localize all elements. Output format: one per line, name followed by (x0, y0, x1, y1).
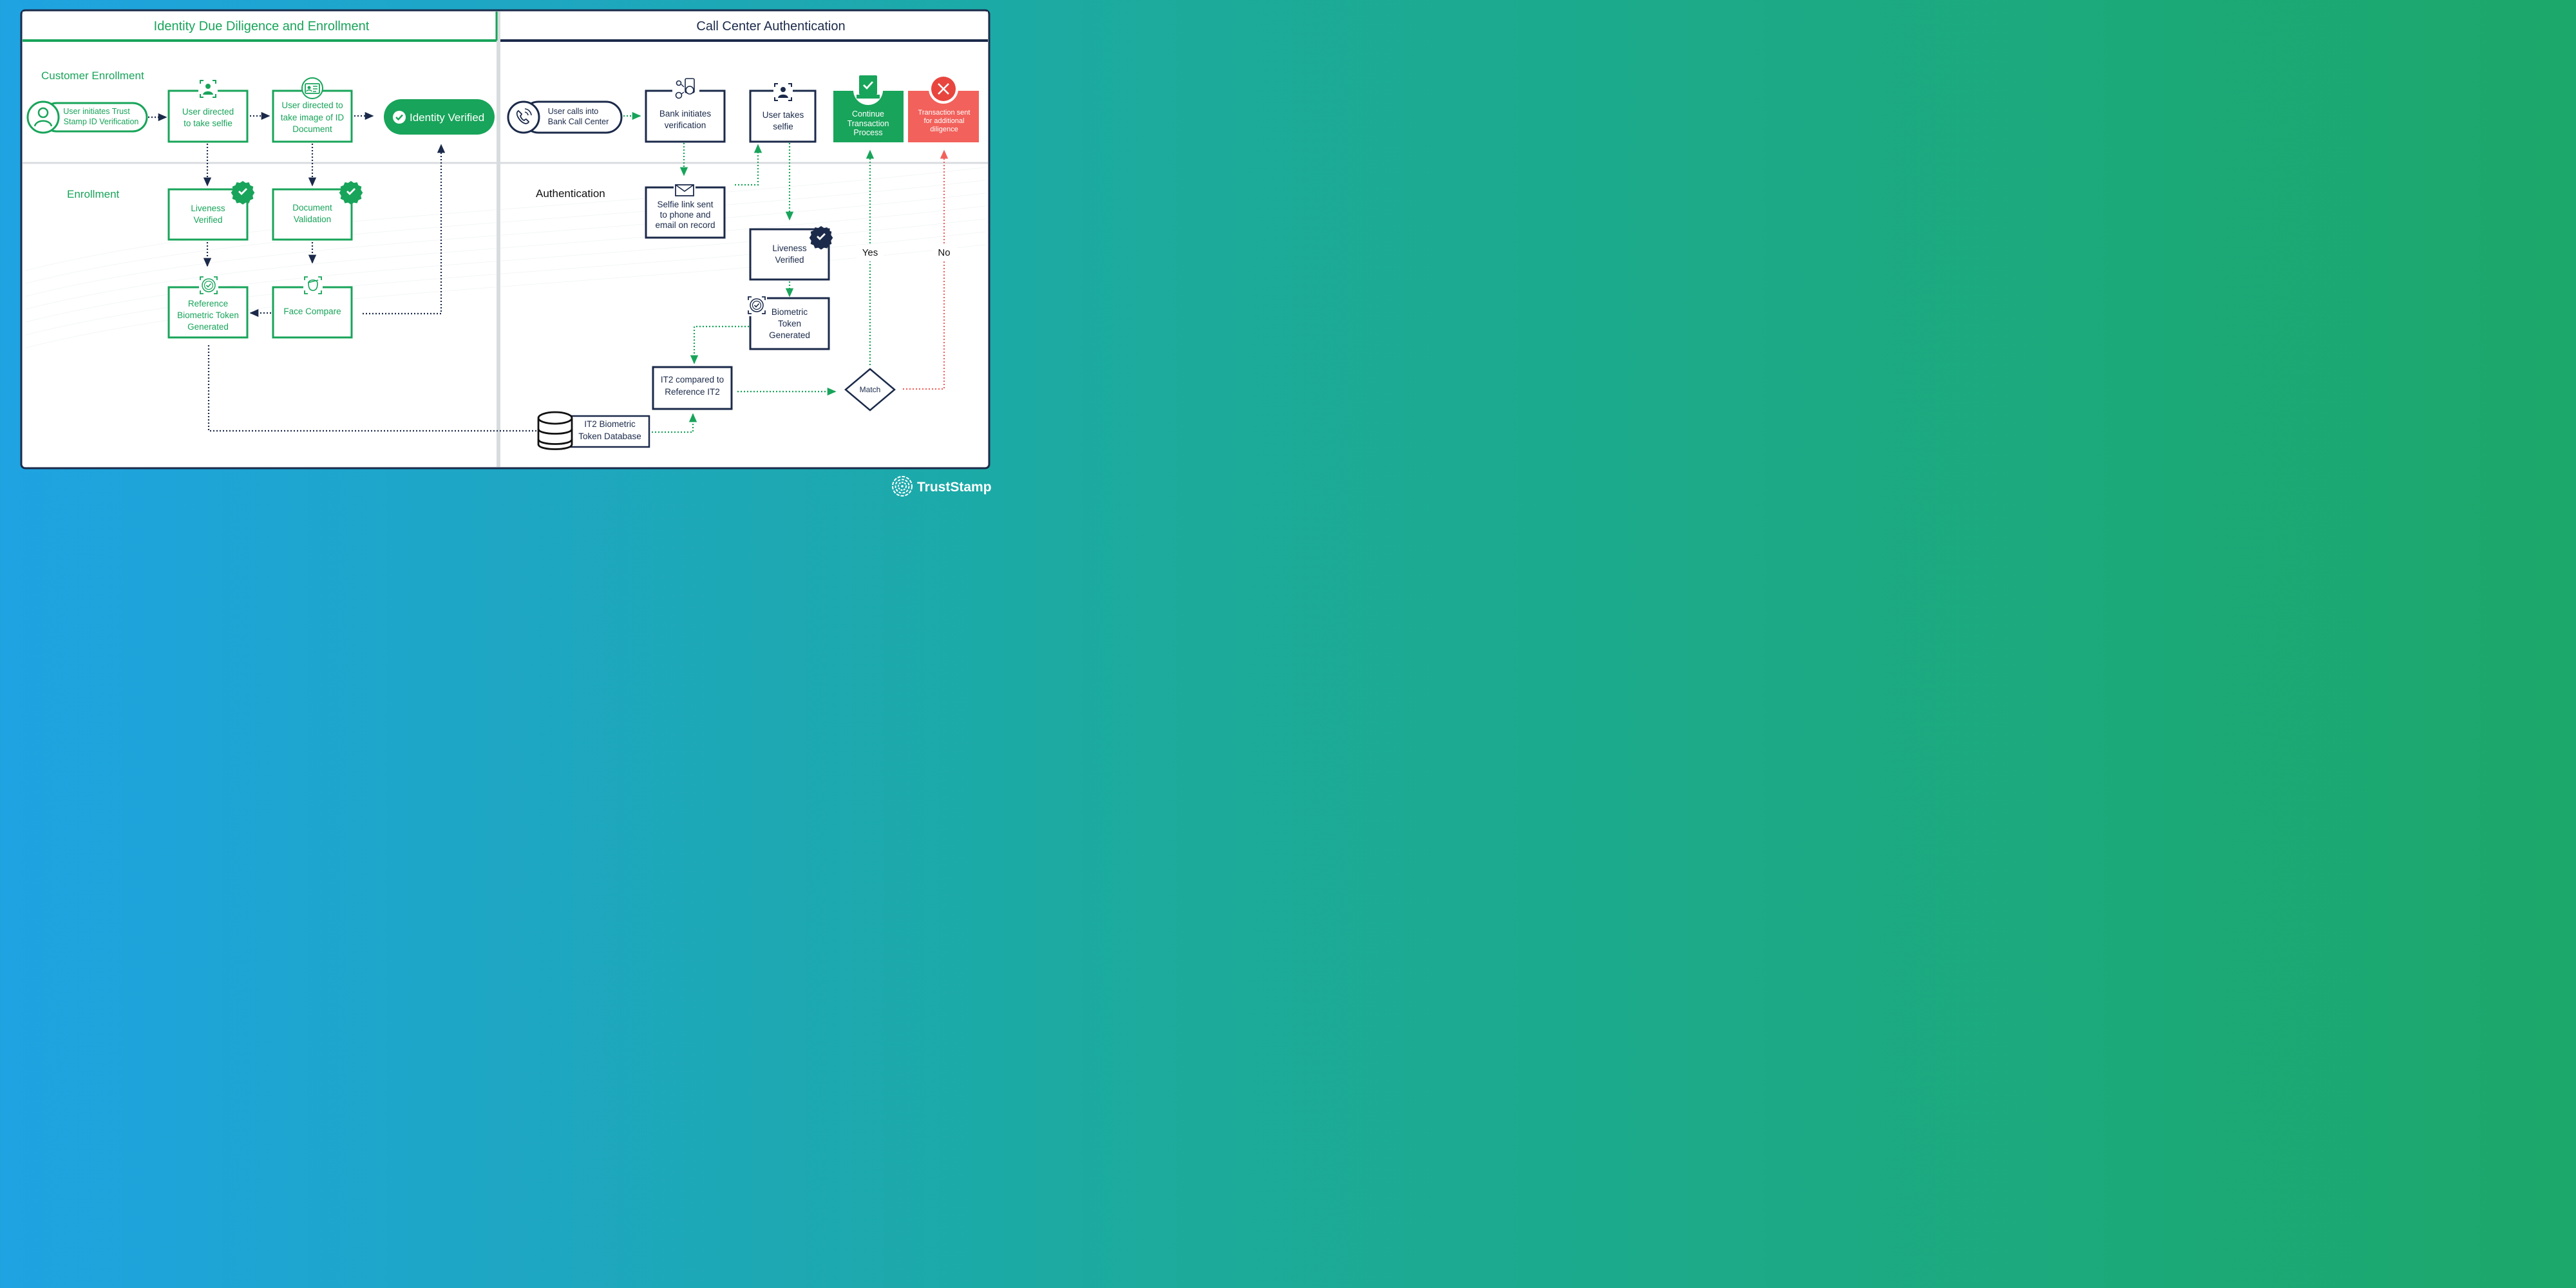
reference-token-box: Reference Biometric Token Generated (167, 276, 249, 339)
reference-line-2: Biometric Token (177, 310, 239, 320)
continue-line-2: Transaction (848, 119, 889, 128)
liveness-box-left: Liveness Verified (167, 181, 255, 241)
user-selfie-box: User takes selfie (749, 82, 817, 143)
selfie-box-line-1: User directed (182, 107, 234, 117)
document-validation-box: Document Validation (272, 181, 363, 241)
selfie-frame-icon (773, 82, 793, 102)
continue-line-1: Continue (852, 109, 884, 118)
call-pill-line-2: Bank Call Center (548, 117, 609, 126)
id-box-line-1: User directed to (281, 100, 343, 110)
reject-connector (903, 149, 949, 390)
yes-label: Yes (862, 247, 878, 258)
identity-verified-label: Identity Verified (410, 111, 484, 124)
diligence-line-3: diligence (930, 126, 958, 133)
face-compare-label: Face Compare (283, 307, 341, 316)
liveness-left-line-2: Verified (193, 215, 222, 225)
truststamp-logo: TrustStamp (892, 476, 992, 497)
face-compare-box: Face Compare (272, 276, 353, 339)
user-selfie-line-1: User takes (762, 110, 804, 120)
database-icon (537, 411, 573, 450)
call-pill: User calls into Bank Call Center (507, 100, 623, 134)
start-pill-line-2: Stamp ID Verification (64, 117, 139, 126)
liveness-right-line-1: Liveness (772, 243, 807, 253)
left-panel-title: Identity Due Diligence and Enrollment (154, 19, 370, 33)
diligence-line-1: Transaction sent (918, 109, 971, 117)
biometric-line-3: Generated (769, 330, 810, 340)
checkmark-icon (393, 111, 406, 124)
call-pill-line-1: User calls into (548, 107, 599, 116)
face-scan-icon (303, 276, 323, 295)
id-box-line-3: Document (292, 124, 332, 134)
document-line-2: Validation (294, 214, 331, 224)
user-circle-icon (33, 107, 53, 127)
left-connectors (148, 111, 538, 432)
background-pattern (25, 167, 986, 348)
selfie-link-box: Selfie link sent to phone and email on r… (645, 183, 726, 239)
checkmark-icon (231, 181, 255, 205)
bank-verification-icon (672, 77, 699, 102)
biometric-token-icon (746, 296, 767, 316)
phone-icon (516, 108, 532, 124)
selfie-link-line-1: Selfie link sent (657, 200, 713, 209)
diagram-frame (20, 9, 990, 469)
start-pill-line-1: User initiates Trust (63, 107, 130, 116)
liveness-left-line-1: Liveness (191, 204, 225, 213)
biometric-token-icon (199, 276, 218, 295)
left-header (23, 12, 497, 40)
compare-line-1: IT2 compared to (661, 375, 724, 384)
selfie-box-line-2: to take selfie (184, 118, 232, 128)
id-box-line-2: take image of ID (281, 113, 345, 122)
section-enrollment: Enrollment (67, 188, 120, 200)
compare-line-2: Reference IT2 (665, 387, 720, 397)
section-authentication: Authentication (536, 187, 605, 200)
user-selfie-line-2: selfie (773, 122, 793, 131)
brand-name: TrustStamp (917, 480, 992, 495)
checkmark-icon (853, 75, 883, 105)
checkmark-icon (339, 181, 363, 205)
selfie-frame-icon (198, 79, 218, 99)
selfie-box: User directed to take selfie (167, 79, 249, 143)
bank-line-2: verification (665, 120, 706, 130)
reference-line-1: Reference (188, 299, 228, 308)
match-label: Match (860, 385, 881, 394)
liveness-right-line-2: Verified (775, 255, 804, 265)
selfie-link-line-3: email on record (655, 220, 715, 230)
x-icon (929, 74, 958, 104)
process-diagram: Identity Due Diligence and Enrollment Ca… (20, 9, 992, 497)
liveness-box-right: Liveness Verified (749, 226, 833, 281)
it2-compare-box: IT2 compared to Reference IT2 (652, 366, 733, 410)
start-pill: User initiates Trust Stamp ID Verificati… (26, 100, 148, 134)
match-diamond: Match (844, 368, 896, 412)
right-connectors (623, 111, 875, 433)
envelope-icon (674, 183, 696, 197)
biometric-line-1: Biometric (772, 307, 808, 317)
section-customer-enrollment: Customer Enrollment (41, 70, 144, 82)
document-line-1: Document (292, 203, 332, 213)
identity-verified-badge: Identity Verified (384, 99, 495, 135)
checkmark-icon (809, 226, 833, 250)
continue-line-3: Process (853, 128, 882, 137)
right-panel-title: Call Center Authentication (696, 19, 845, 33)
bank-verification-box: Bank initiates verification (645, 77, 726, 143)
biometric-token-box: Biometric Token Generated (746, 296, 830, 350)
additional-diligence-box: Transaction sent for additional diligenc… (908, 74, 979, 142)
selfie-link-line-2: to phone and (660, 210, 711, 220)
database-line-1: IT2 Biometric (584, 419, 636, 429)
right-header (500, 12, 988, 40)
database-line-2: Token Database (578, 431, 641, 441)
panel-divider (497, 12, 500, 467)
token-database: IT2 Biometric Token Database (537, 411, 650, 450)
reference-line-3: Generated (187, 322, 229, 332)
id-card-icon (301, 77, 323, 99)
id-document-box: User directed to take image of ID Docume… (272, 77, 353, 143)
bank-line-1: Bank initiates (659, 109, 712, 118)
biometric-line-2: Token (778, 319, 801, 328)
no-label: No (938, 247, 950, 258)
diligence-line-2: for additional (924, 117, 965, 125)
continue-transaction-box: Continue Transaction Process (833, 75, 904, 142)
truststamp-logo-icon (892, 476, 913, 497)
